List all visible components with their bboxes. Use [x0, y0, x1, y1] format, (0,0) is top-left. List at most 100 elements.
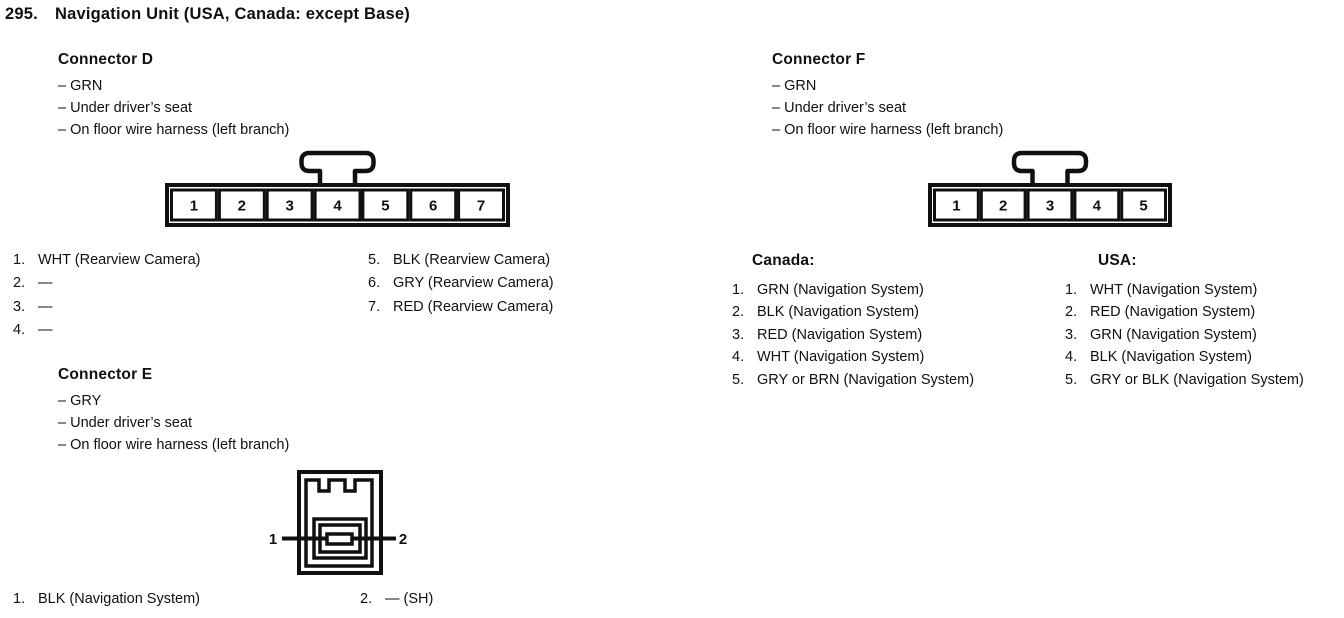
pin-number: 5.: [368, 252, 381, 268]
pin-cell-number: 2: [238, 198, 246, 215]
pin-row: 6. GRY (Rearview Camera): [368, 275, 554, 298]
pin-number: 4.: [732, 349, 745, 366]
pin-number: 2.: [360, 591, 373, 607]
pin-number: 6.: [368, 275, 381, 292]
connector-f-usa-title: USA:: [1098, 252, 1137, 269]
pin-number: 1.: [13, 252, 26, 268]
connector-d-pin-list-right: 5. BLK (Rearview Camera) 6. GRY (Rearvie…: [368, 252, 554, 322]
pin-cell: [265, 188, 314, 222]
note-line: – Under driver’s seat: [58, 100, 193, 116]
note-line: – Under driver’s seat: [772, 100, 907, 116]
pin-number: 7.: [368, 298, 381, 315]
pin-cell: [1026, 188, 1074, 222]
pin-desc: GRY or BRN (Navigation System): [757, 371, 975, 388]
pin-cell-number: 6: [429, 198, 437, 215]
pin-desc: GRN (Navigation System): [757, 282, 924, 298]
pin-cell: [313, 188, 362, 222]
pin-number: 2.: [732, 304, 745, 321]
pin-number: 5.: [1065, 371, 1078, 388]
pin-row: 2. —: [13, 275, 200, 298]
pin-desc: — (SH): [385, 591, 434, 607]
pin-cell-number: 5: [381, 198, 389, 215]
pin-row: 3. GRN (Navigation System): [1065, 327, 1304, 349]
connector-d-title: Connector D: [58, 51, 154, 68]
pin-cell: [217, 188, 266, 222]
pin-row: 2. RED (Navigation System): [1065, 304, 1304, 326]
pin-number: 2.: [1065, 304, 1078, 321]
connector-d-pin-list-left: 1. WHT (Rearview Camera) 2. — 3. — 4. —: [13, 252, 200, 345]
pin-row: 5. BLK (Rearview Camera): [368, 252, 554, 275]
note-line: – Under driver’s seat: [58, 415, 193, 431]
note-line: – On floor wire harness (left branch): [58, 122, 290, 138]
keying-tab: [299, 150, 376, 192]
pin-cell-number: 1: [190, 198, 198, 215]
pin-desc: WHT (Rearview Camera): [38, 252, 201, 268]
pin-cell-number: 7: [477, 198, 485, 215]
pin-row: 4. —: [13, 322, 200, 345]
pin-desc: GRY or BLK (Navigation System): [1090, 371, 1304, 388]
pin-number: 1.: [1065, 282, 1078, 298]
pin-cell-number: 4: [333, 198, 342, 215]
note-line: – On floor wire harness (left branch): [58, 437, 290, 453]
pin-cell: [979, 188, 1027, 222]
connector-e-pin-list-left: 1. BLK (Navigation System): [13, 591, 200, 614]
pin-cell: [361, 188, 410, 222]
pin-cell-number: 2: [999, 198, 1007, 215]
terminal-slot: [325, 532, 354, 546]
pin-row: 1. BLK (Navigation System): [13, 591, 200, 614]
pin-desc: —: [38, 321, 53, 338]
pin-cell-number: 3: [286, 198, 294, 215]
pin-row: 4. BLK (Navigation System): [1065, 349, 1304, 371]
pin-cell-number: 1: [952, 198, 960, 215]
pin-desc: WHT (Navigation System): [757, 349, 925, 366]
keying-tab: [1011, 150, 1089, 192]
connector-f-notes: – GRN – Under driver’s seat – On floor w…: [772, 78, 1003, 144]
note-line: – On floor wire harness (left branch): [772, 122, 1004, 138]
pin-desc: WHT (Navigation System): [1090, 282, 1258, 298]
connector-e-title: Connector E: [58, 366, 153, 383]
pin-desc: GRY (Rearview Camera): [393, 275, 554, 292]
pin-cell: [1120, 188, 1167, 222]
pin-number: 4.: [13, 321, 26, 338]
connector-f-usa-pin-list: 1. WHT (Navigation System) 2. RED (Navig…: [1065, 282, 1304, 394]
pin-pointer-label: 2: [399, 531, 407, 548]
pin-cell-number: 4: [1093, 198, 1102, 215]
connector-d-diagram: 1 2 3 4 5 6 7: [165, 150, 510, 227]
connector-e-diagram: 1 2: [269, 470, 407, 575]
pin-cell: [457, 188, 506, 222]
page-title: Navigation Unit (USA, Canada: except Bas…: [55, 5, 410, 23]
pin-desc: RED (Navigation System): [757, 326, 923, 343]
pin-desc: BLK (Rearview Camera): [393, 252, 551, 268]
connector-f-title: Connector F: [772, 51, 866, 68]
pin-desc: —: [38, 298, 53, 315]
pin-desc: BLK (Navigation System): [1090, 349, 1252, 366]
pin-row: 1. WHT (Navigation System): [1065, 282, 1304, 304]
pin-row: 5. GRY or BRN (Navigation System): [732, 372, 974, 394]
pin-number: 3.: [732, 326, 745, 343]
note-line: – GRY: [58, 393, 102, 409]
pin-desc: RED (Navigation System): [1090, 304, 1256, 321]
pin-row: 3. RED (Navigation System): [732, 327, 974, 349]
pin-desc: BLK (Navigation System): [757, 304, 919, 321]
note-line: – GRN: [58, 78, 103, 94]
connector-d-notes: – GRN – Under driver’s seat – On floor w…: [58, 78, 289, 144]
pin-cell: [409, 188, 458, 222]
pin-desc: GRN (Navigation System): [1090, 326, 1257, 343]
connector-f-canada-pin-list: 1. GRN (Navigation System) 2. BLK (Navig…: [732, 282, 974, 394]
connector-e-notes: – GRY – Under driver’s seat – On floor w…: [58, 393, 289, 459]
pin-desc: RED (Rearview Camera): [393, 298, 554, 315]
pin-desc: —: [38, 275, 53, 292]
pin-number: 4.: [1065, 349, 1078, 366]
pin-number: 5.: [732, 371, 745, 388]
pin-row: 2. — (SH): [360, 591, 433, 614]
pin-number: 1.: [732, 282, 745, 298]
note-line: – GRN: [772, 78, 817, 94]
pin-row: 7. RED (Rearview Camera): [368, 299, 554, 322]
pin-cell: [933, 188, 980, 222]
section-number: 295.: [5, 5, 38, 23]
pin-desc: BLK (Navigation System): [38, 591, 200, 607]
pin-row: 5. GRY or BLK (Navigation System): [1065, 372, 1304, 394]
pin-number: 1.: [13, 591, 26, 607]
pin-number: 3.: [1065, 326, 1078, 343]
